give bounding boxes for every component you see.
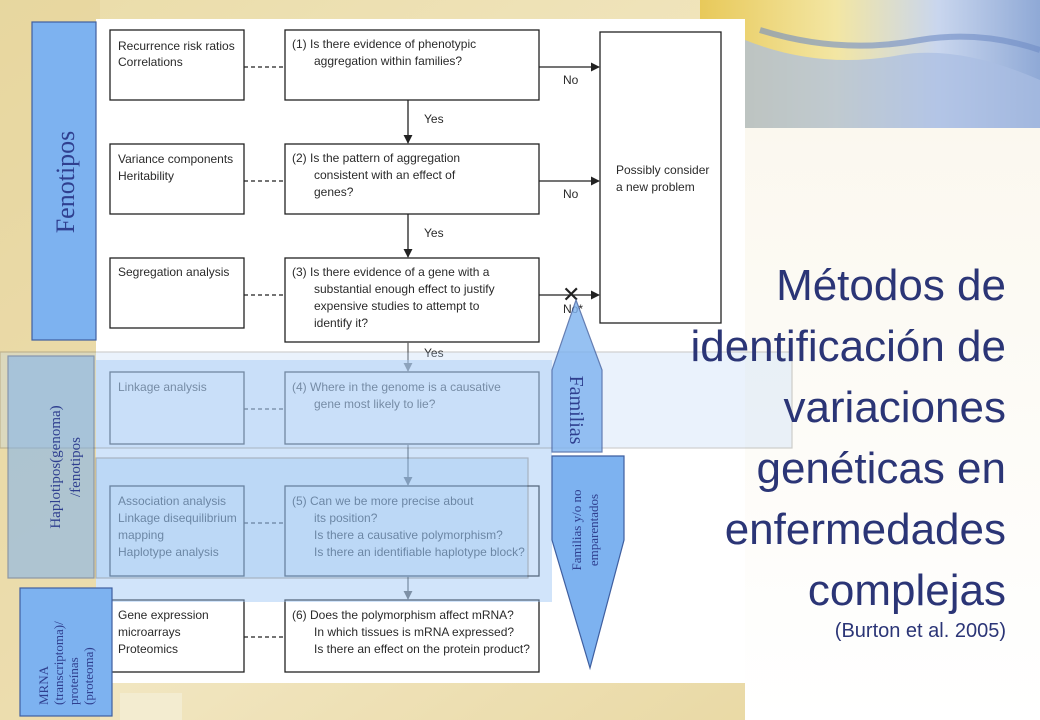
question-text-3: (3) Is there evidence of a gene with a s… bbox=[292, 265, 495, 330]
svg-text:Possibly consider: Possibly consider bbox=[616, 163, 709, 177]
familias-emp-label-2: emparentados bbox=[586, 494, 601, 566]
svg-text:(proteoma): (proteoma) bbox=[81, 647, 96, 705]
svg-text:gene most likely to lie?: gene most likely to lie? bbox=[314, 397, 436, 411]
svg-text:substantial enough effect to j: substantial enough effect to justify bbox=[314, 282, 495, 296]
method-box-4 bbox=[109, 371, 245, 445]
yes-label-3: Yes bbox=[424, 346, 444, 360]
svg-text:microarrays: microarrays bbox=[118, 625, 181, 639]
method-text-5: Association analysis Linkage disequilibr… bbox=[118, 494, 237, 559]
title-line-6: complejas bbox=[807, 566, 1006, 615]
title-line-1: Métodos de bbox=[776, 261, 1006, 310]
svg-text:identify it?: identify it? bbox=[314, 316, 368, 330]
mrna-panel bbox=[19, 587, 113, 717]
method-box-3 bbox=[109, 257, 245, 329]
method-box-2 bbox=[109, 143, 245, 215]
outcome-text: Possibly consider a new problem bbox=[616, 163, 709, 194]
haplotipos-label-2: /fenotipos bbox=[68, 437, 84, 497]
fenotipos-label: Fenotipos bbox=[51, 131, 80, 234]
fenotipos-panel bbox=[31, 21, 97, 341]
no-label-2: No bbox=[563, 187, 579, 201]
svg-text:Is there an identifiable haplo: Is there an identifiable haplotype block… bbox=[314, 545, 525, 559]
svg-text:Proteomics: Proteomics bbox=[118, 642, 178, 656]
svg-text:MRNA: MRNA bbox=[36, 665, 51, 705]
method-text-4: Linkage analysis bbox=[118, 380, 207, 394]
question-box-6 bbox=[284, 599, 540, 673]
svg-text:Recurrence risk ratios: Recurrence risk ratios bbox=[118, 39, 235, 53]
svg-text:a new problem: a new problem bbox=[616, 180, 695, 194]
title-line-2: identificación de bbox=[690, 322, 1006, 371]
yes-label-2: Yes bbox=[424, 226, 444, 240]
svg-text:Correlations: Correlations bbox=[118, 55, 183, 69]
method-text-2: Variance components Heritability bbox=[118, 152, 233, 183]
title-line-3: variaciones bbox=[783, 383, 1006, 432]
svg-text:genes?: genes? bbox=[314, 185, 354, 199]
question-text-4: (4) Where in the genome is a causative g… bbox=[292, 380, 501, 411]
yes-label-1: Yes bbox=[424, 112, 444, 126]
familias-label: Familias bbox=[565, 376, 587, 445]
question-box-4 bbox=[284, 371, 540, 445]
svg-text:Variance components: Variance components bbox=[118, 152, 233, 166]
question-box-2 bbox=[284, 143, 540, 215]
svg-text:(1) Is there evidence of pheno: (1) Is there evidence of phenotypic bbox=[292, 37, 476, 51]
svg-text:aggregation within families?: aggregation within families? bbox=[314, 54, 462, 68]
svg-text:Heritability: Heritability bbox=[118, 169, 174, 183]
svg-text:mapping: mapping bbox=[118, 528, 164, 542]
question-text-1: (1) Is there evidence of phenotypic aggr… bbox=[292, 37, 476, 68]
svg-text:proteínas: proteínas bbox=[66, 657, 81, 705]
svg-text:Is there a causative polymorph: Is there a causative polymorphism? bbox=[314, 528, 503, 542]
svg-text:Gene expression: Gene expression bbox=[118, 608, 209, 622]
overlay-large bbox=[96, 360, 552, 602]
no-label-1: No bbox=[563, 73, 579, 87]
method-box-5 bbox=[109, 485, 245, 577]
question-box-3 bbox=[284, 257, 540, 343]
svg-text:(4) Where in the genome is a c: (4) Where in the genome is a causative bbox=[292, 380, 501, 394]
svg-text:(3) Is there evidence of a gen: (3) Is there evidence of a gene with a bbox=[292, 265, 490, 279]
svg-text:Association analysis: Association analysis bbox=[118, 494, 226, 508]
question-box-1 bbox=[284, 29, 540, 101]
question-text-6: (6) Does the polymorphism affect mRNA? I… bbox=[292, 608, 530, 656]
method-text-6: Gene expression microarrays Proteomics bbox=[118, 608, 209, 656]
method-box-1 bbox=[109, 29, 245, 101]
overlay-inner bbox=[95, 457, 529, 579]
svg-text:(6) Does the polymorphism affe: (6) Does the polymorphism affect mRNA? bbox=[292, 608, 514, 622]
svg-text:consistent with an effect of: consistent with an effect of bbox=[314, 168, 456, 182]
svg-text:(2) Is the pattern of aggregat: (2) Is the pattern of aggregation bbox=[292, 151, 460, 165]
svg-text:its position?: its position? bbox=[314, 511, 378, 525]
haplotipos-panel bbox=[7, 355, 95, 579]
title-line-5: enfermedades bbox=[724, 505, 1006, 554]
citation: (Burton et al. 2005) bbox=[834, 620, 1006, 642]
svg-text:Haplotype analysis: Haplotype analysis bbox=[118, 545, 219, 559]
method-text-3: Segregation analysis bbox=[118, 265, 229, 279]
mrna-labels: MRNA (transcriptoma)/ proteínas (proteom… bbox=[36, 621, 96, 705]
svg-text:(transcriptoma)/: (transcriptoma)/ bbox=[51, 621, 66, 705]
overlay-band bbox=[0, 351, 793, 449]
familias-emparentados-panel bbox=[551, 455, 625, 671]
familias-emp-label-1: Familias y/o no bbox=[569, 490, 584, 571]
svg-text:expensive studies to attempt t: expensive studies to attempt to bbox=[314, 299, 480, 313]
svg-text:Is there an effect on the prot: Is there an effect on the protein produc… bbox=[314, 642, 530, 656]
question-text-5: (5) Can we be more precise about its pos… bbox=[292, 494, 525, 559]
title-line-4: genéticas en bbox=[756, 444, 1006, 493]
svg-text:(5) Can we be more precise abo: (5) Can we be more precise about bbox=[292, 494, 474, 508]
figure-panel bbox=[96, 19, 745, 683]
question-box-5 bbox=[284, 485, 540, 577]
haplotipos-label-1: Haplotipos(genoma) bbox=[48, 405, 64, 528]
outcome-box bbox=[599, 31, 722, 324]
method-text-1: Recurrence risk ratios Correlations bbox=[118, 39, 235, 69]
question-text-2: (2) Is the pattern of aggregation consis… bbox=[292, 151, 460, 199]
svg-text:Linkage analysis: Linkage analysis bbox=[118, 380, 207, 394]
svg-text:Linkage disequilibrium: Linkage disequilibrium bbox=[118, 511, 237, 525]
svg-text:Segregation analysis: Segregation analysis bbox=[118, 265, 229, 279]
svg-text:In which tissues is mRNA expre: In which tissues is mRNA expressed? bbox=[314, 625, 514, 639]
familias-panel bbox=[551, 298, 603, 453]
